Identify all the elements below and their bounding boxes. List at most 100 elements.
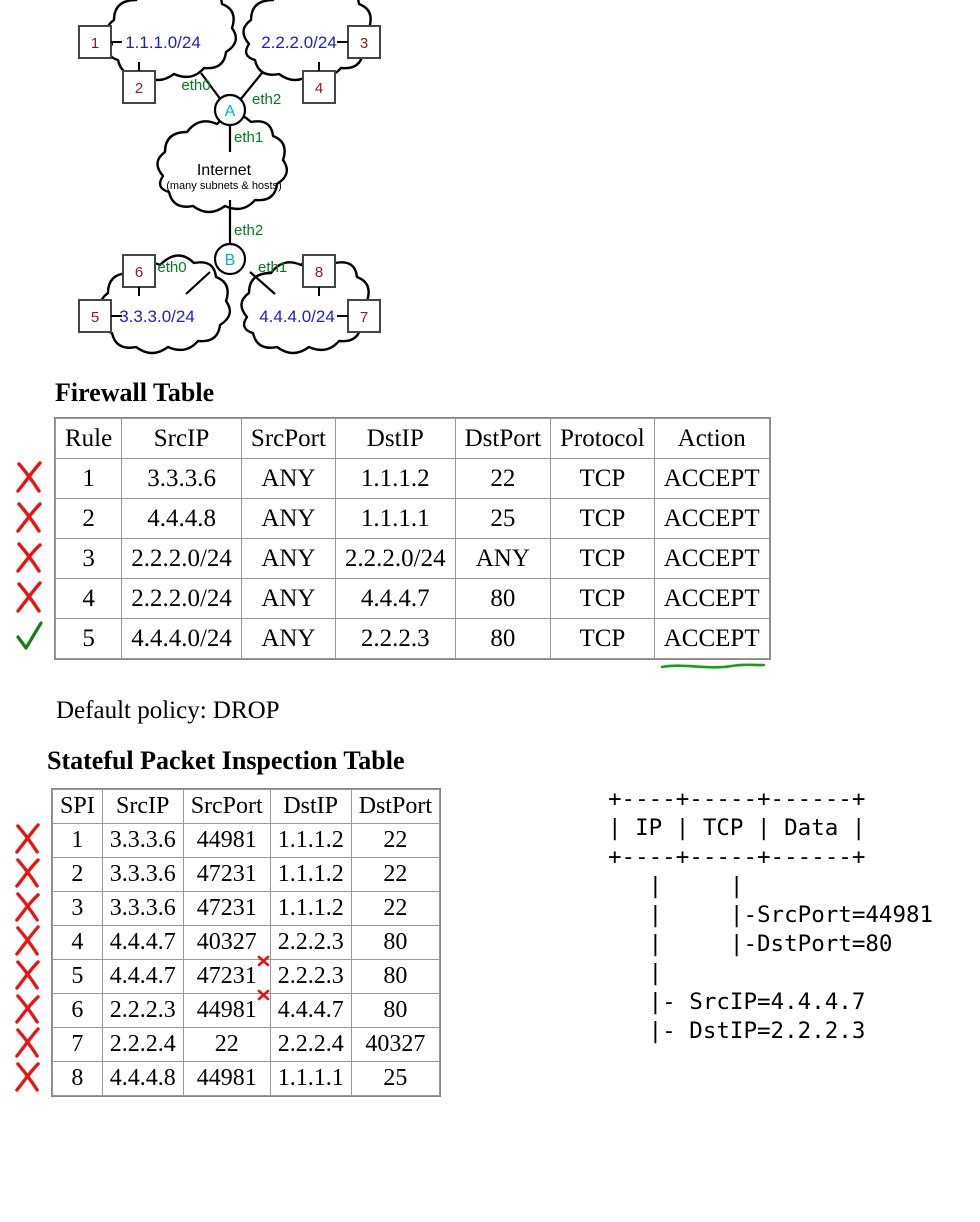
cell-protocol: TCP (550, 458, 655, 499)
green-check-annotation (14, 620, 44, 654)
cell-srcport: 44981 (182, 993, 271, 1028)
cell-dstport: 25 (350, 1061, 441, 1096)
host-box-8 (302, 254, 336, 288)
cell-dstport: 40327 (350, 1027, 441, 1062)
cell-spi: 7 (52, 1027, 103, 1062)
column-header-dstport: DstPort (350, 789, 441, 824)
router-label-b: B (225, 252, 236, 269)
host-box-5 (78, 299, 112, 333)
cell-dstip: 2.2.2.3 (334, 618, 456, 659)
red-cross-annotation (14, 540, 44, 574)
host-box-7 (347, 299, 381, 333)
cell-dstip: 1.1.1.2 (269, 823, 352, 858)
cell-rule: 5 (54, 618, 123, 659)
cell-srcip: 4.4.4.8 (101, 1061, 184, 1096)
cell-dstip: 1.1.1.1 (334, 498, 456, 539)
cell-dstport: 22 (350, 891, 441, 926)
cell-srcport: ANY (240, 458, 336, 499)
cell-srcport: ANY (240, 618, 336, 659)
cell-protocol: TCP (550, 578, 655, 619)
cell-dstip: 1.1.1.2 (269, 891, 352, 926)
cell-rule: 1 (54, 458, 123, 499)
cell-dstip: 4.4.4.7 (269, 993, 352, 1028)
cell-dstport: 80 (454, 578, 552, 619)
cell-srcport: 40327 (182, 925, 271, 967)
host-number-6: 6 (135, 264, 143, 281)
cell-dstip: 1.1.1.2 (334, 458, 456, 499)
cell-protocol: TCP (550, 618, 655, 659)
cell-spi: 1 (52, 823, 103, 858)
router-b-node (213, 242, 247, 276)
router-a-node (213, 93, 247, 127)
iface-a-eth1: eth1 (234, 129, 263, 146)
red-cross-annotation (14, 460, 44, 494)
red-cross-annotation (14, 580, 44, 614)
host-number-4: 4 (315, 80, 323, 97)
red-cross-annotation (13, 1026, 42, 1059)
cell-action: ACCEPT (653, 498, 770, 539)
red-cross-annotation (13, 890, 42, 923)
cell-srcport: ANY (240, 578, 336, 619)
cell-spi: 6 (52, 993, 103, 1028)
host-number-5: 5 (91, 309, 99, 326)
cell-srcip: 3.3.3.6 (121, 458, 242, 499)
cell-srcport: 22 (182, 1027, 271, 1062)
cell-dstport: 22 (350, 823, 441, 858)
cell-spi: 5 (52, 959, 103, 994)
column-header-srcport: SrcPort (182, 789, 271, 824)
cell-dstip: 2.2.2.3 (269, 959, 352, 994)
cell-srcip: 3.3.3.6 (101, 857, 184, 892)
cell-srcip: 4.4.4.7 (101, 925, 184, 960)
router-label-a: A (225, 103, 236, 120)
cell-rule: 4 (54, 578, 123, 619)
red-cross-annotation (13, 992, 42, 1025)
host-number-7: 7 (360, 309, 368, 326)
cell-srcip: 4.4.4.0/24 (121, 618, 242, 659)
cell-srcport: 47231 (182, 891, 271, 926)
cell-spi: 4 (52, 925, 103, 960)
iface-b-eth1: eth1 (258, 259, 287, 276)
host-box-4 (302, 70, 336, 104)
cell-action: ACCEPT (653, 618, 770, 669)
cell-dstip: 2.2.2.4 (269, 1027, 352, 1062)
cell-rule: 2 (54, 498, 123, 539)
default-policy-text: Default policy: DROP (56, 697, 280, 724)
cell-action: ACCEPT (653, 458, 770, 499)
cell-dstip: 1.1.1.1 (269, 1061, 352, 1096)
cell-dstport: ANY (454, 538, 552, 579)
cell-dstport: 80 (350, 925, 441, 960)
iface-b-eth0: eth0 (157, 259, 186, 276)
network-topology-diagram: 1.1.1.0/24 2.2.2.0/24 3.3.3.0/24 4.4.4.0… (0, 0, 420, 365)
cell-spi: 3 (52, 891, 103, 926)
column-header-dstip: DstIP (334, 418, 456, 459)
cell-dstport: 80 (350, 993, 441, 1028)
cell-srcport: ANY (240, 538, 336, 579)
subnet-label-2: 2.2.2.0/24 (261, 33, 337, 52)
cell-srcport: 47231 (182, 959, 271, 1001)
cell-rule: 3 (54, 538, 123, 579)
column-header-spi: SPI (52, 789, 103, 824)
spi-table-title: Stateful Packet Inspection Table (47, 746, 405, 775)
cell-srcip: 3.3.3.6 (101, 891, 184, 926)
red-cross-annotation (13, 822, 42, 855)
column-header-srcip: SrcIP (121, 418, 242, 459)
cell-action: ACCEPT (653, 578, 770, 619)
column-header-protocol: Protocol (550, 418, 655, 459)
host-number-1: 1 (91, 35, 99, 52)
cell-dstport: 25 (454, 498, 552, 539)
host-number-8: 8 (315, 264, 323, 281)
cell-protocol: TCP (550, 498, 655, 539)
